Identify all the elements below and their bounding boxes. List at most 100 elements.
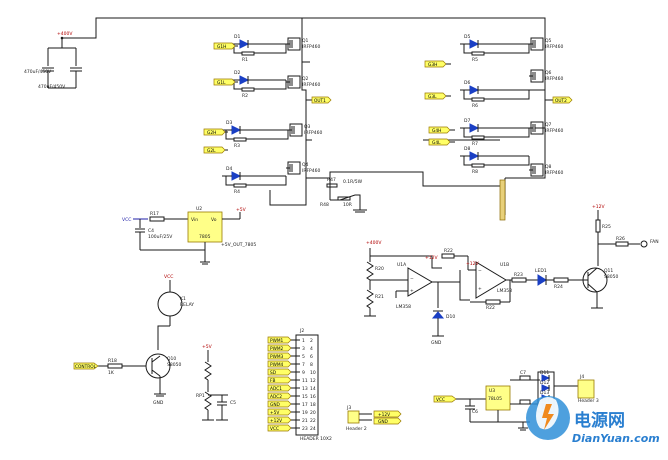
j4-ref: J4	[579, 374, 584, 380]
reg-r-label: R17	[150, 211, 159, 217]
gate-port-left[interactable]	[213, 78, 236, 86]
connector-port[interactable]	[267, 392, 292, 400]
q11-part: S8050	[604, 274, 618, 280]
connector-pin-number: 23	[302, 426, 308, 432]
gate-resistor-ref: R8	[472, 169, 478, 175]
connector-port[interactable]	[267, 376, 292, 384]
connector-pin-number: 2	[310, 338, 313, 344]
zener-ref: D10	[446, 314, 455, 320]
gate-resistor	[471, 51, 485, 56]
relay-coil	[157, 291, 183, 317]
reg-note: +5V_OUT_7805	[221, 242, 256, 248]
connector-port-label: VCC	[270, 426, 279, 432]
opamp-u1b	[475, 261, 507, 299]
r-out-ref: R23	[514, 272, 523, 278]
gate-port-left[interactable]	[213, 42, 236, 50]
reg-pin-vin: Vin	[191, 217, 198, 223]
gate-resistor	[471, 135, 485, 140]
connector-port-label: FB	[270, 378, 275, 384]
connector-port[interactable]	[267, 352, 292, 360]
u1a-part: LM358	[396, 304, 411, 310]
mosfet-part: IRFP460	[304, 130, 322, 136]
connector-port[interactable]	[267, 416, 292, 424]
gate-port-right-label: G4L	[432, 140, 441, 146]
mosfet-part: IRFP460	[545, 170, 563, 176]
gate-diode-icon	[469, 151, 480, 161]
bottom-vcc-label: VCC	[436, 397, 445, 403]
connector-port[interactable]	[267, 408, 292, 416]
gate-port-right-label: G4H	[432, 128, 441, 134]
mosfet-ref: Q4	[302, 162, 309, 168]
cap-a-label: 470uF/450V	[24, 69, 52, 75]
output-stage: +12V R25 R26 FAN Q11 S8050	[582, 204, 659, 309]
gate-resistor	[471, 97, 485, 102]
connector-port[interactable]	[267, 400, 292, 408]
r48-label: R48	[320, 202, 329, 208]
relay-driver: VCC K1 RELAY Q10 S8050 GND R18 1K CONTRO…	[73, 274, 236, 421]
gate-port-right-label: G3H	[428, 62, 437, 68]
gate-port-left[interactable]	[203, 146, 226, 154]
connector-port-label: PWM2	[270, 346, 284, 352]
connector-port[interactable]	[267, 344, 292, 352]
led-ref: LED1	[535, 268, 547, 274]
gate-resistor-ref: R4	[234, 189, 240, 195]
j4-body	[577, 379, 595, 399]
gate-port-left-label: G2L	[207, 148, 216, 154]
base-r-ref: R18	[108, 358, 117, 364]
u1b-supply: +12V	[466, 261, 479, 267]
u1b-part: LM358	[497, 288, 512, 294]
gate-port-right[interactable]	[424, 60, 447, 68]
control-port[interactable]	[73, 362, 99, 370]
bottom-vcc-port[interactable]	[433, 395, 457, 403]
connector-port[interactable]	[267, 360, 292, 368]
connector-pin-number: 21	[302, 418, 308, 424]
connector-port-label: ADC2	[270, 394, 282, 400]
mosfet-ref: Q5	[545, 38, 552, 44]
u1b-minus: −	[478, 269, 482, 274]
connector-port-label: PWM4	[270, 362, 284, 368]
connector-port[interactable]	[267, 384, 292, 392]
r-div-ref: R21	[375, 294, 384, 300]
j3-port-12v[interactable]	[373, 410, 402, 418]
gate-resistor-ref: R5	[472, 57, 478, 63]
connector-pin-number: 13	[302, 386, 308, 392]
gate-port-left[interactable]	[203, 128, 226, 136]
j3-port-12v-label: +12V	[378, 412, 390, 418]
gate-port-left-label: G2H	[207, 130, 216, 136]
connector-pin-number: 7	[302, 362, 305, 368]
connector-port[interactable]	[267, 424, 292, 432]
gate-port-right[interactable]	[424, 92, 447, 100]
connector-pin-number: 16	[310, 394, 316, 400]
gate-resistor	[241, 51, 255, 56]
driver-gnd: GND	[153, 400, 164, 406]
bridge-diode-icon	[541, 384, 551, 392]
gate-diode-ref: D1	[234, 34, 240, 40]
gate-resistor-ref: R3	[234, 143, 240, 149]
u1a-minus: −	[410, 277, 414, 282]
connector-port[interactable]	[267, 368, 292, 376]
gate-resistor-ref: R1	[242, 57, 248, 63]
connector-pin-number: 18	[310, 402, 316, 408]
out2-port[interactable]	[552, 96, 573, 104]
connector-pin-number: 11	[302, 378, 308, 384]
gate-resistor	[241, 87, 255, 92]
connector-pin-number: 22	[310, 418, 316, 424]
out1-port[interactable]	[311, 96, 332, 104]
reg-pin-vo: Vo	[211, 217, 217, 223]
u1b-r-label: R22	[486, 305, 495, 311]
bridge-diode-icon	[541, 374, 551, 382]
gate-diode-ref: D4	[226, 166, 232, 172]
bridge-diode-ref: D12	[540, 380, 549, 386]
connector-port[interactable]	[267, 336, 292, 344]
bottom-reg-ic	[485, 385, 511, 411]
gate-port-right[interactable]	[428, 126, 451, 134]
cap-b-label: 470uF/450V	[38, 84, 66, 90]
gate-port-right[interactable]	[428, 138, 451, 146]
j3-port-gnd[interactable]	[373, 417, 402, 425]
out-ports: OUT1 OUT2	[311, 96, 573, 104]
gate-diode-icon	[231, 171, 242, 181]
header-j3: J3 Header 2 +12V GND	[346, 405, 402, 432]
